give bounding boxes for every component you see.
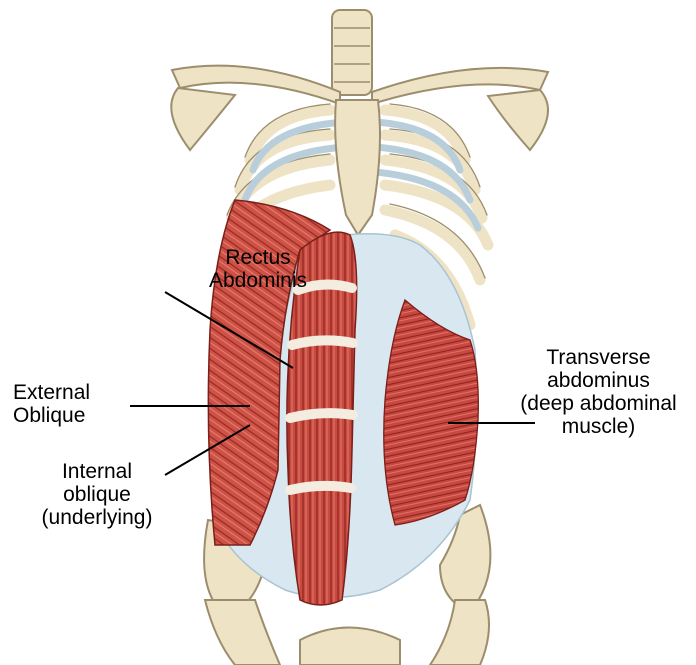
label-internal-oblique: Internal oblique (underlying) — [22, 460, 172, 529]
sternum — [335, 100, 380, 235]
label-external-oblique: External Oblique — [13, 381, 133, 427]
cervical-spine — [332, 10, 372, 95]
label-transverse-abdominus: Transverse abdominus (deep abdominal mus… — [506, 346, 691, 438]
label-rectus-abdominis: Rectus Abdominis — [178, 246, 338, 292]
